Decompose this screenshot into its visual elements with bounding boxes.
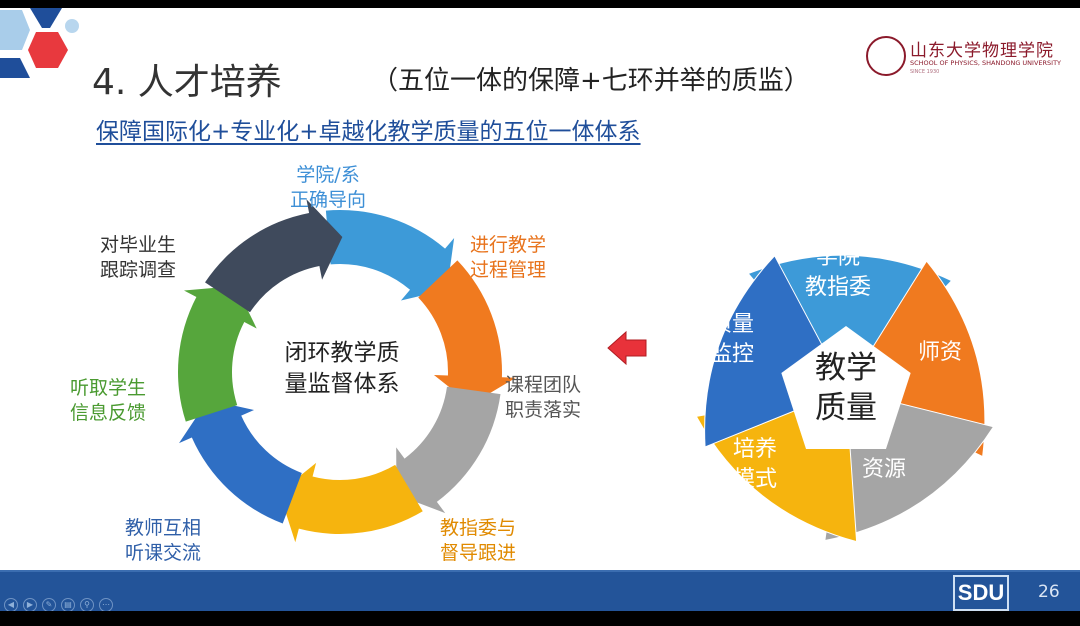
cycle-step-label: 学院/系正确导向	[290, 164, 367, 211]
cycle-step-label: 课程团队职责落实	[505, 374, 582, 421]
cycle-center-label: 闭环教学质量监督体系	[284, 340, 400, 397]
slide-subtitle: （五位一体的保障+七环并举的质监）	[372, 66, 810, 96]
cycle-arrow-segment	[179, 399, 302, 524]
pen-icon[interactable]: ✎	[42, 598, 56, 611]
university-logo: 山东大学物理学院 SCHOOL OF PHYSICS, SHANDONG UNI…	[866, 32, 1066, 82]
slide: 4. 人才培养 （五位一体的保障+七环并举的质监） 保障国际化+专业化+卓越化教…	[0, 8, 1080, 611]
cycle-arrow-segment	[396, 386, 501, 514]
cycle-arrow-segment	[418, 260, 516, 405]
slide-title: 4. 人才培养	[92, 62, 282, 103]
cycle-step-label: 教师互相听课交流	[125, 517, 202, 564]
seal-icon	[866, 36, 906, 76]
cycle-arrow-segment	[177, 285, 257, 422]
menu-icon[interactable]: ▤	[61, 598, 75, 611]
arrow-left-icon	[607, 330, 647, 366]
zoom-icon[interactable]: ⚲	[80, 598, 94, 611]
pentagon-petal-label: 师资	[918, 340, 963, 365]
pentagon-petal-label: 质量监控	[710, 312, 755, 367]
next-icon[interactable]: ▶	[23, 598, 37, 611]
page-number: 26	[1038, 582, 1060, 602]
cycle-arrow-segment	[205, 199, 343, 313]
cycle-step-label: 教指委与督导跟进	[440, 517, 517, 564]
pentagon-center	[781, 326, 911, 450]
more-icon[interactable]: ⋯	[99, 598, 113, 611]
footer-bar: ◀ ▶ ✎ ▤ ⚲ ⋯ SDU 26	[0, 570, 1080, 611]
cycle-step-label: 进行教学过程管理	[470, 234, 547, 281]
slide-headline: 保障国际化+专业化+卓越化教学质量的五位一体体系	[96, 119, 641, 145]
cycle-arrow-segment	[325, 210, 455, 301]
cycle-step-label: 对毕业生跟踪调查	[100, 234, 177, 281]
sdu-logo: SDU	[953, 575, 1009, 611]
pentagon-center-label: 教学质量	[815, 350, 877, 426]
pentagon-petal-label: 学院教指委	[805, 245, 872, 300]
logo-since: SINCE 1930	[910, 69, 940, 75]
pentagon-petal-label: 培养模式	[733, 437, 778, 492]
hexagon-decoration	[0, 8, 79, 78]
logo-english: SCHOOL OF PHYSICS, SHANDONG UNIVERSITY	[910, 59, 1062, 67]
cycle-diagram	[177, 199, 995, 543]
logo-name: 山东大学物理学院	[910, 41, 1054, 61]
cycle-step-label: 听取学生信息反馈	[70, 377, 147, 424]
prev-icon[interactable]: ◀	[4, 598, 18, 611]
pentagon-petal-label: 资源	[862, 457, 907, 482]
cycle-arrow-segment	[279, 462, 423, 543]
